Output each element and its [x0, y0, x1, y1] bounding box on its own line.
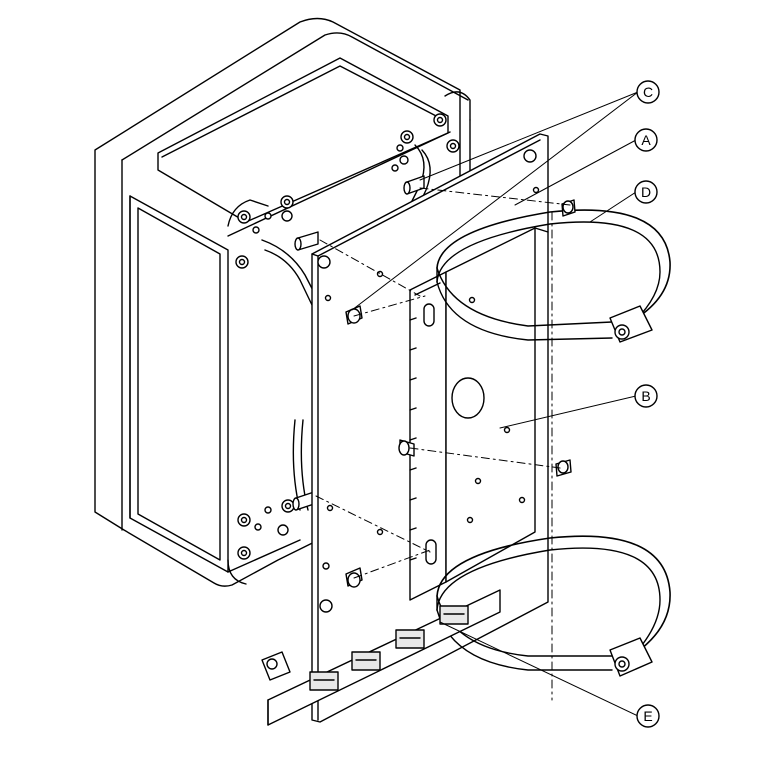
hose-clamp-lower-d: [436, 535, 671, 677]
callout-label-c: C: [643, 84, 653, 100]
callout-d: D: [634, 180, 658, 204]
box-corner-bolts: [235, 113, 460, 560]
callout-c: C: [636, 80, 660, 104]
callout-a: A: [634, 128, 658, 152]
standoff-pins: [292, 175, 425, 511]
callout-b: B: [634, 384, 658, 408]
callout-leaders: [351, 91, 639, 717]
callout-label-e: E: [643, 708, 652, 724]
callout-e: E: [636, 704, 660, 728]
callout-label-a: A: [641, 132, 651, 148]
mounting-band-e: [261, 589, 501, 726]
pole-bracket-b: [409, 227, 549, 601]
hose-clamp-upper-d: [436, 209, 671, 343]
callout-label-b: B: [641, 388, 650, 404]
assembly-axis-lines: [315, 187, 571, 701]
callout-label-d: D: [641, 184, 651, 200]
